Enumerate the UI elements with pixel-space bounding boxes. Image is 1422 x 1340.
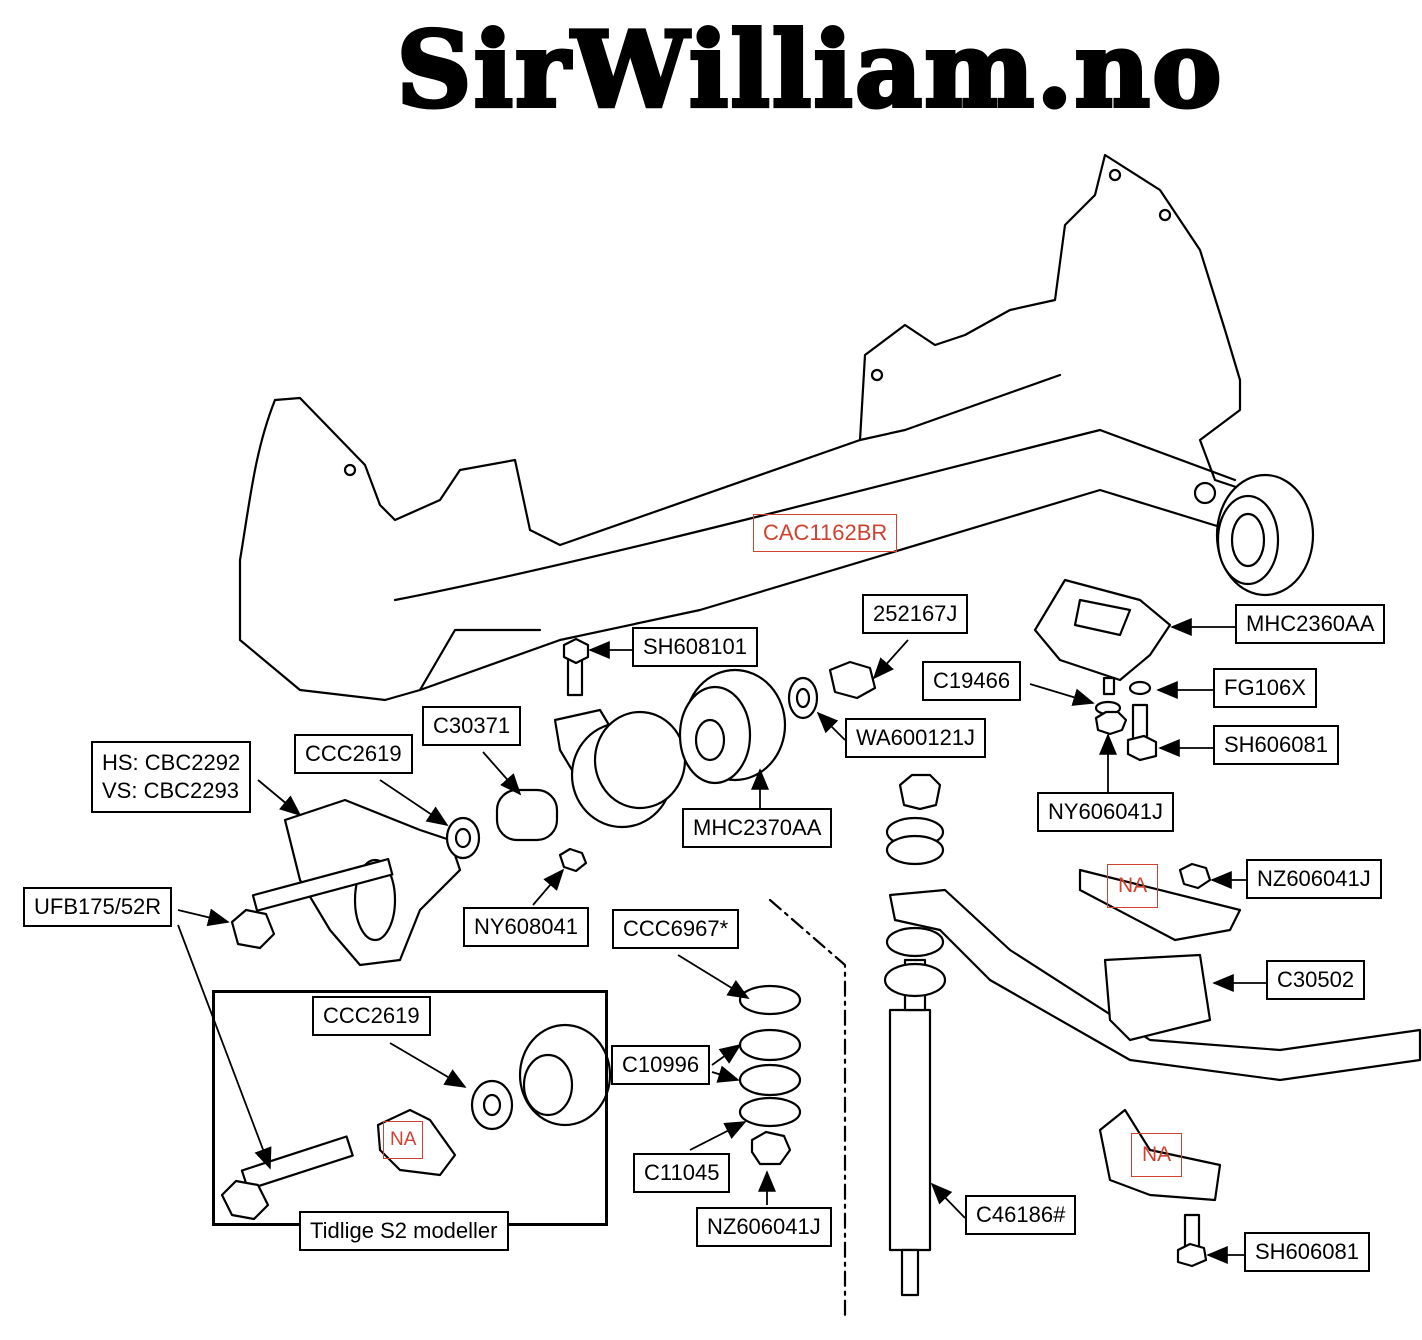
part-label-c30371: C30371 — [422, 706, 522, 746]
part-label-wa600121j: WA600121J — [845, 718, 987, 758]
part-label-ccc2619-inset: CCC2619 — [312, 996, 431, 1036]
part-label-252167j: 252167J — [862, 594, 969, 634]
part-label-nz606041j-right: NZ606041J — [1246, 859, 1382, 899]
part-label-ccc6967: CCC6967* — [612, 909, 740, 949]
part-label-c46186: C46186# — [965, 1195, 1077, 1235]
part-label-ny608041: NY608041 — [463, 907, 589, 947]
vs-line: VS: CBC2293 — [102, 778, 239, 803]
part-label-fg106x: FG106X — [1213, 668, 1317, 708]
part-label-hs-vs-bracket: HS: CBC2292 VS: CBC2293 — [91, 741, 252, 813]
arm — [888, 888, 1422, 1082]
na-badge-lower-bracket: NA — [1131, 1133, 1183, 1177]
part-label-ufb175-52r: UFB175/52R — [23, 887, 173, 927]
bush-c30502 — [1103, 953, 1212, 1042]
part-label-sh606081-bottom: SH606081 — [1244, 1232, 1370, 1272]
hs-line: HS: CBC2292 — [102, 750, 241, 775]
part-label-ccc2619-top: CCC2619 — [294, 734, 413, 774]
part-label-mhc2360aa: MHC2360AA — [1235, 604, 1386, 644]
part-label-c11045: C11045 — [633, 1153, 731, 1193]
part-label-ny606041j: NY606041J — [1037, 792, 1174, 832]
na-badge-inset: NA — [383, 1121, 424, 1159]
part-label-c10996: C10996 — [611, 1045, 711, 1085]
part-label-nz606041j-bottom: NZ606041J — [696, 1207, 832, 1247]
stud-c46186 — [888, 1008, 932, 1252]
part-label-cac1162br: CAC1162BR — [753, 514, 898, 552]
sirwilliam-logo: SirWilliam.no — [394, 8, 1224, 132]
part-label-sh606081-top: SH606081 — [1213, 725, 1339, 765]
part-label-c19466: C19466 — [922, 661, 1022, 701]
inset-caption: Tidlige S2 modeller — [299, 1211, 509, 1251]
part-label-c30502: C30502 — [1266, 960, 1366, 1000]
part-label-mhc2370aa: MHC2370AA — [682, 808, 833, 848]
part-label-sh608101: SH608101 — [632, 627, 758, 667]
na-badge-clamp: NA — [1107, 864, 1159, 908]
